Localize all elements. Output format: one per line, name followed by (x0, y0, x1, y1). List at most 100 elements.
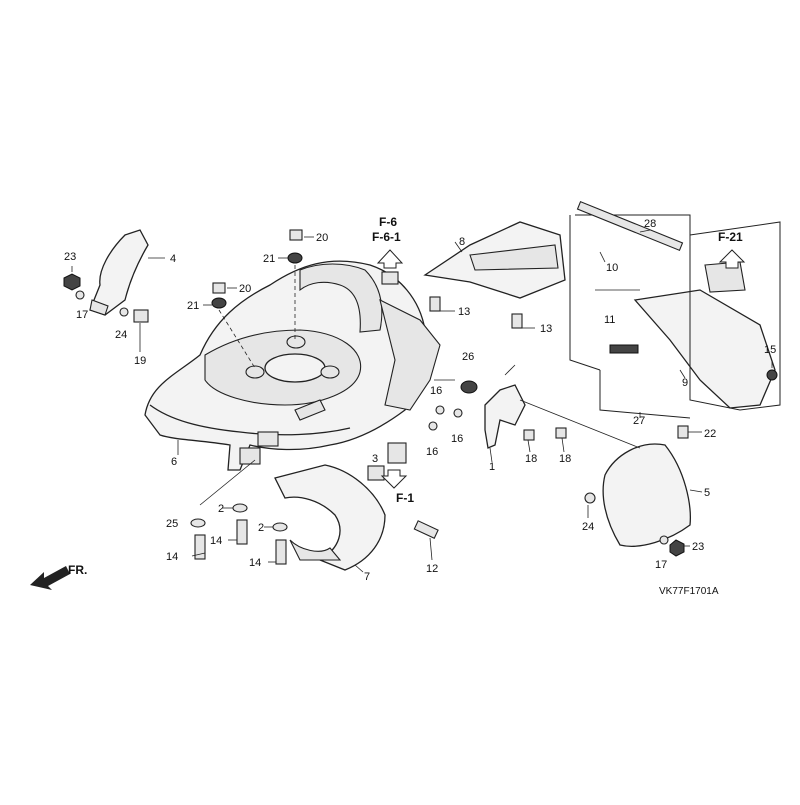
callout-20b: 20 (239, 283, 251, 295)
height-lever-1 (484, 364, 526, 449)
callout-20a: 20 (316, 232, 328, 244)
fastener-24-left (119, 307, 129, 317)
washer-17-left (75, 290, 85, 300)
leader-28 (639, 229, 651, 233)
washers-16 (428, 405, 463, 431)
callout-numbers: 1 2 2 3 4 5 6 7 8 9 10 11 12 13 13 14 14… (64, 218, 776, 583)
leader-5 (689, 489, 703, 493)
mower-deck (144, 260, 441, 471)
clip-nut-body (381, 271, 399, 285)
deck-boss-left (245, 365, 265, 379)
bolt-22-body (677, 425, 689, 439)
bolt-22 (677, 425, 689, 439)
leader-9 (679, 369, 686, 379)
callout-19: 19 (134, 355, 146, 367)
deck-boss-right (320, 365, 340, 379)
callout-7: 7 (364, 571, 370, 583)
leader-18a (527, 439, 531, 453)
washer-16-b (453, 408, 463, 418)
leader-7 (354, 564, 364, 573)
cover-5-body (602, 443, 691, 547)
callout-13a: 13 (458, 306, 470, 318)
screw-13-right (511, 313, 523, 329)
ref-f1: F-1 (396, 491, 414, 505)
callout-24b: 24 (582, 521, 594, 533)
left-rear-cover (89, 229, 149, 316)
callout-28: 28 (644, 218, 656, 230)
f21-plate (704, 261, 746, 293)
washer-25 (190, 518, 206, 528)
callout-16b: 16 (451, 433, 463, 445)
washers-2 (232, 503, 288, 532)
group-27-box-left (569, 215, 601, 371)
callout-17b: 17 (655, 559, 667, 571)
bolt-14-a (194, 534, 206, 560)
grommet-21-top (287, 252, 303, 264)
washer-17-right (659, 535, 669, 545)
callout-21a: 21 (263, 253, 275, 265)
grass-bag-frame-group (569, 200, 781, 411)
bolt-14-c (275, 539, 287, 565)
bracket-f1 (387, 442, 407, 464)
deck-front-bracket-2 (239, 447, 261, 465)
callout-9: 9 (682, 377, 688, 389)
arrow-up-f21 (718, 249, 746, 269)
deck-boss-top (286, 335, 306, 349)
spring-11-body (609, 344, 639, 354)
callout-14a: 14 (166, 551, 178, 563)
bearing-26 (460, 380, 478, 394)
callout-13b: 13 (540, 323, 552, 335)
ref-f61: F-6-1 (372, 230, 401, 244)
deck-rear-housing (379, 298, 441, 411)
callout-17a: 17 (76, 309, 88, 321)
callout-3: 3 (372, 453, 378, 465)
callout-11: 11 (604, 314, 615, 326)
front-direction-arrow: FR. (30, 563, 87, 590)
leader-lines (71, 229, 773, 573)
callout-8: 8 (459, 236, 465, 248)
washer-16-a (435, 405, 445, 415)
fastener-23-left (63, 273, 81, 291)
deck-blade-hub (264, 353, 326, 383)
bolt-14-b (236, 519, 248, 545)
leader-5-link (519, 399, 641, 449)
screw-13-left (429, 296, 441, 312)
leader-deck-washer (199, 459, 256, 506)
bracket-3-body (367, 465, 385, 481)
callout-4: 4 (170, 253, 176, 265)
nut-15 (766, 369, 778, 381)
bolt-20-left (211, 282, 256, 369)
lever-1-tab (504, 364, 516, 376)
leader-14a (191, 552, 206, 557)
washer-2-a (232, 503, 248, 513)
leader-8 (454, 241, 463, 253)
callout-22: 22 (704, 428, 716, 440)
leader-18b (561, 437, 565, 453)
spring-18-b (555, 427, 567, 439)
f21-box (689, 221, 781, 411)
nut-23-left (63, 273, 81, 291)
spring-18-a (523, 429, 535, 441)
deck-front-bracket (257, 431, 279, 447)
nut-23-right (669, 539, 685, 557)
clip-nut-top (376, 249, 404, 285)
front-flap-7 (274, 464, 386, 571)
callout-12: 12 (426, 563, 438, 575)
flap-7-lip (289, 539, 342, 561)
washer-24-right (584, 492, 596, 504)
callout-26: 26 (462, 351, 474, 363)
bolt-20-left-head (212, 282, 226, 294)
bolt-12 (413, 520, 439, 540)
bolt-20-left-axis (218, 309, 256, 369)
flap-8-panel (469, 244, 559, 271)
callout-18b: 18 (559, 453, 571, 465)
callout-23a: 23 (64, 251, 76, 263)
fr-label: FR. (68, 563, 87, 577)
callout-27: 27 (633, 415, 645, 427)
bracket-3 (367, 442, 408, 489)
leader-1 (489, 447, 493, 463)
callout-5: 5 (704, 487, 710, 499)
right-rear-cover-5 (602, 443, 691, 547)
diagram-code: VK77F1701A (659, 586, 719, 597)
ref-f21: F-21 (718, 230, 743, 244)
